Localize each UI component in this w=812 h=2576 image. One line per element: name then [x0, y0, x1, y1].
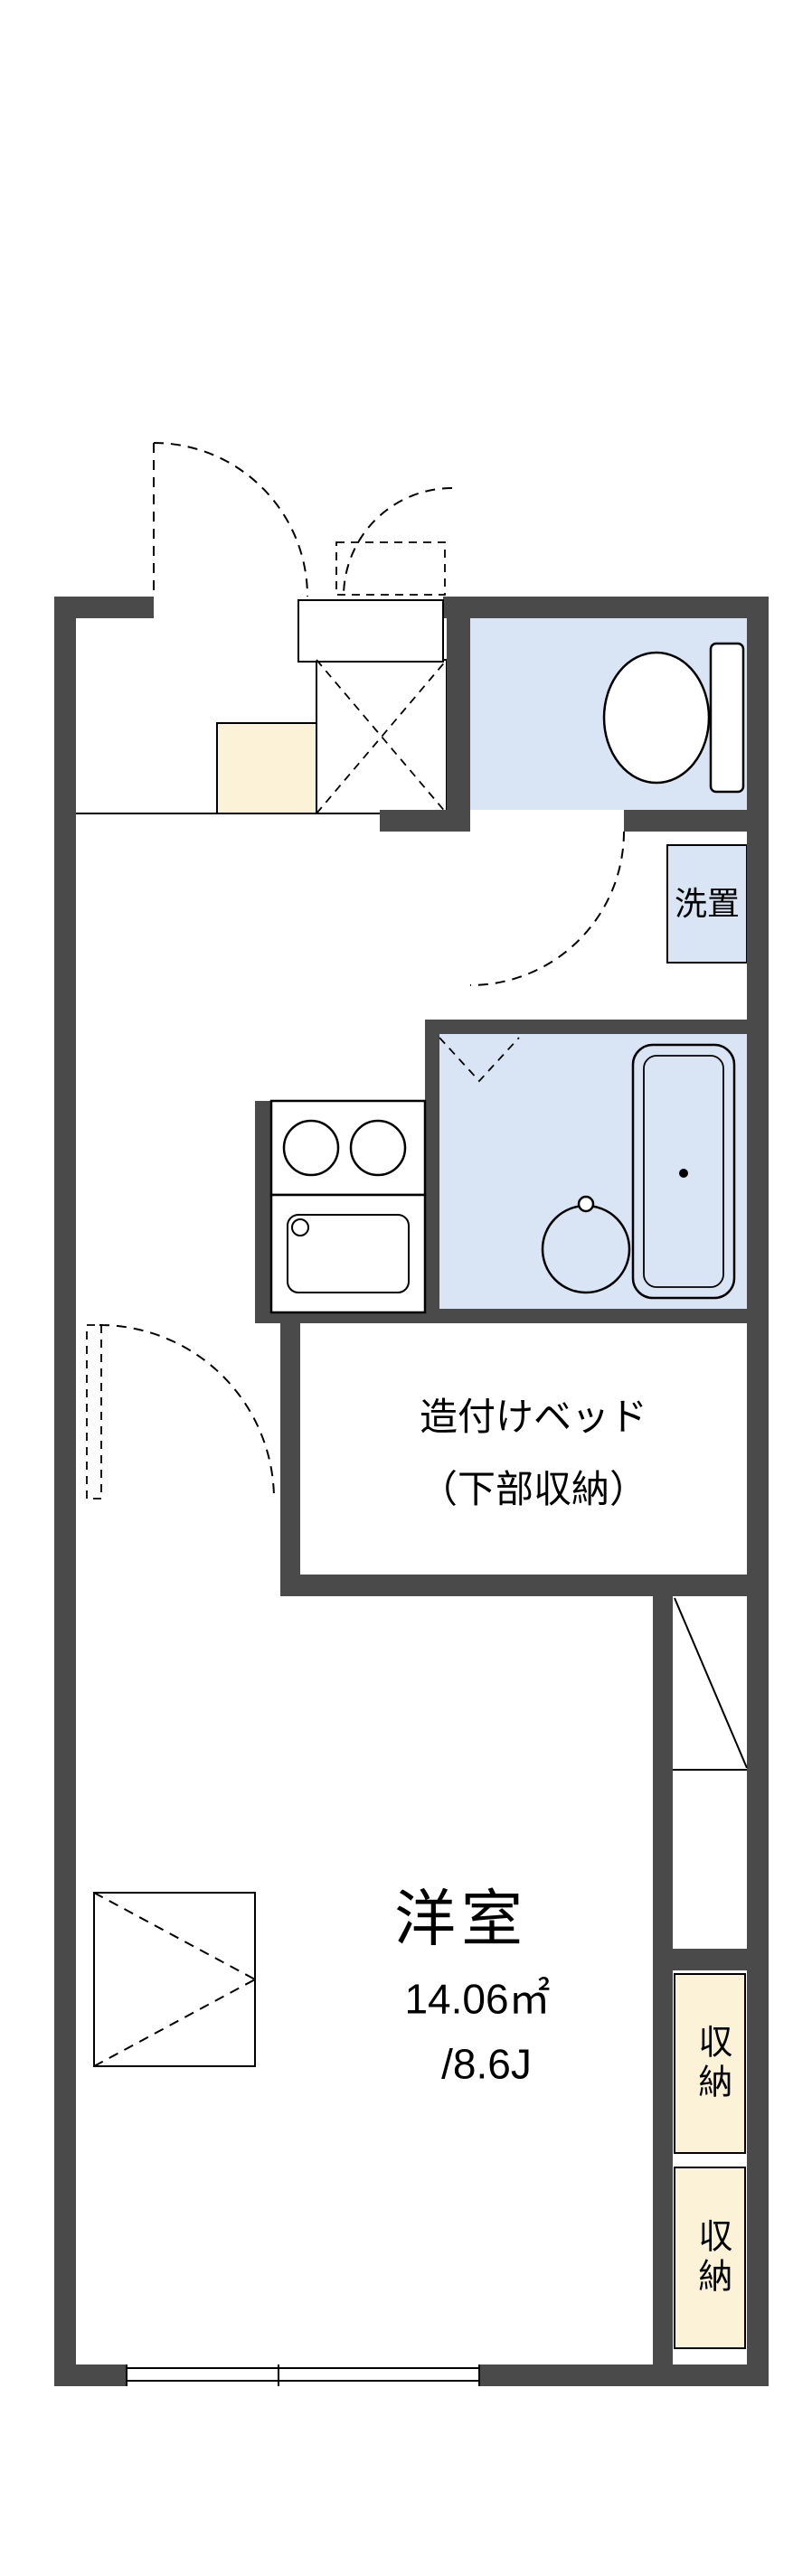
entrance-area	[76, 442, 453, 814]
stove-burner-right	[349, 1119, 407, 1177]
room-furniture-diag-1	[93, 1892, 256, 1980]
main-room-area-jo: /8.6J	[441, 2040, 532, 2088]
wall-toilet-bottom-left	[380, 810, 470, 832]
wall-right	[747, 597, 769, 2386]
wall-entrance-toilet	[447, 618, 470, 832]
wall-top-right	[443, 597, 769, 618]
washbowl-faucet	[577, 1195, 595, 1213]
interior-walls	[255, 618, 747, 2364]
wall-bottom-right	[479, 2364, 769, 2386]
main-room-area-m2: 14.06㎡	[404, 1975, 551, 2023]
laundry-space-label: 洗置	[674, 885, 741, 923]
sink-icon	[269, 1193, 427, 1314]
corridor-door	[86, 1324, 275, 1500]
sink-counter	[269, 1193, 427, 1314]
corridor-door-swing-arc	[99, 1324, 275, 1500]
bathroom	[439, 1034, 747, 1309]
wall-bed-left	[280, 1323, 300, 1575]
sink-basin	[287, 1214, 410, 1293]
wall-closet-divider	[673, 1949, 747, 1970]
toilet-icon	[602, 642, 745, 794]
room-fills	[216, 618, 748, 2349]
main-room-details	[93, 1892, 256, 2067]
storage-lower-label: 収納	[692, 2218, 731, 2298]
entry-door-swing-arc	[153, 442, 308, 597]
wall-bottom-left	[54, 2364, 127, 2386]
room-furniture-outline	[93, 1892, 256, 2067]
stove-icon	[269, 1099, 427, 1197]
meter-box	[297, 599, 444, 663]
wall-bathroom-top	[425, 1020, 747, 1034]
built-in-bed-label-line2: （下部収納）	[419, 1467, 648, 1510]
wall-kitchen-stub	[255, 1101, 271, 1312]
sink-faucet	[291, 1218, 309, 1236]
storage-lower-box	[674, 2167, 746, 2349]
room-furniture-diag-2	[93, 1979, 256, 2067]
bathtub-icon	[631, 1043, 736, 1300]
bathtub-inner	[643, 1055, 724, 1288]
entrance-step	[216, 722, 317, 814]
washbowl-icon	[541, 1195, 631, 1294]
closet-diagonal-line	[674, 1597, 748, 1769]
built-in-bed-label-line1: 造付けベッド	[419, 1395, 648, 1438]
bottom-window	[126, 2364, 480, 2386]
shoe-cabinet-cross-1	[316, 659, 448, 814]
second-door-swing-arc	[343, 487, 453, 597]
wall-left	[54, 597, 76, 2386]
storage-upper-box	[674, 1973, 746, 2154]
bathtub-outer	[631, 1043, 736, 1300]
bathtub-drain	[679, 1169, 688, 1178]
wall-closet-left	[653, 1596, 673, 2364]
shoe-cabinet-cross-2	[316, 659, 448, 814]
wall-toilet-bottom-right	[624, 810, 747, 832]
corridor-door-leaf	[86, 1324, 102, 1500]
main-room-name: 洋室	[393, 1885, 529, 1954]
second-door-leaf	[335, 541, 446, 596]
outer-walls	[54, 597, 769, 2386]
toilet-door-swing-arc	[469, 831, 625, 986]
stove-top	[269, 1099, 427, 1197]
wall-bathroom-left	[425, 1020, 439, 1323]
storage-upper-label: 収納	[692, 2024, 731, 2103]
laundry-space	[666, 844, 748, 964]
stove-burner-left	[282, 1119, 340, 1177]
toilet-tank	[709, 642, 745, 794]
closet-column	[673, 1597, 748, 1771]
toilet-bowl	[602, 651, 711, 785]
bathroom-door-fold-marks	[439, 1037, 520, 1083]
wall-bed-bottom	[280, 1575, 747, 1596]
